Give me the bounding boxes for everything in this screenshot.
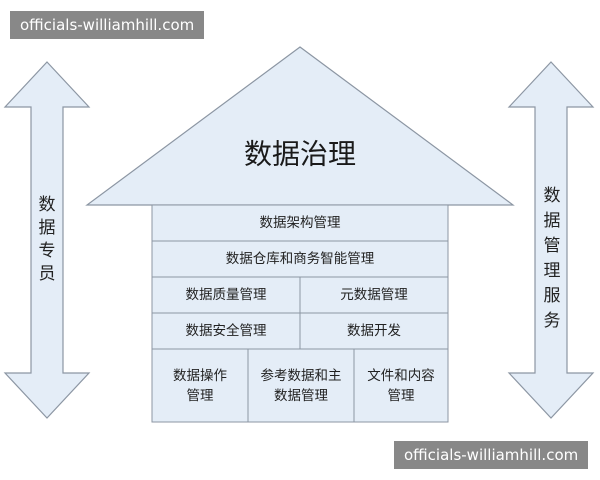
cell-label: 管理 — [187, 388, 214, 404]
house-cell — [151, 240, 449, 278]
left-arrow-char: 专 — [39, 241, 56, 261]
left-arrow-char: 数 — [39, 195, 56, 215]
left-arrow-char: 据 — [39, 218, 56, 238]
cell-label: 参考数据和主 — [261, 367, 342, 384]
cell-label: 文件和内容 — [367, 367, 435, 384]
house-cell — [247, 348, 355, 423]
cell-label: 数据安全管理 — [186, 322, 267, 339]
cell-label: 数据架构管理 — [260, 215, 341, 231]
right-arrow-char: 理 — [544, 261, 561, 281]
house-cell — [151, 276, 301, 314]
right-arrow-char: 服 — [544, 286, 561, 306]
house-cell — [299, 312, 449, 350]
cell-label: 数据开发 — [347, 323, 401, 339]
right-double-arrow-icon — [507, 61, 595, 419]
right-arrow-char: 管 — [544, 236, 561, 256]
right-arrow-char: 务 — [544, 311, 561, 331]
right-arrow-label: 数 据 管 理 服 务 — [544, 186, 561, 331]
cell-label: 元数据管理 — [340, 287, 408, 303]
cell-label: 数据管理 — [274, 388, 328, 404]
house-body: 数据架构管理 数据仓库和商务智能管理 数据质量管理 元数据管理 数据安全管理 数… — [151, 204, 449, 423]
watermark-bottom: officials-williamhill.com — [394, 441, 589, 469]
left-arrow-label: 数 据 专 员 — [39, 195, 56, 284]
right-arrow-char: 数 — [544, 186, 561, 206]
house-cell — [151, 204, 449, 242]
house-cell — [299, 276, 449, 314]
watermark-top: officials-williamhill.com — [10, 11, 205, 39]
cell-label: 数据质量管理 — [186, 287, 267, 303]
house-cell — [151, 348, 249, 423]
left-double-arrow-icon — [3, 61, 91, 419]
house-roof — [85, 46, 515, 206]
cell-label: 管理 — [388, 388, 415, 404]
roof-title: 数据治理 — [244, 138, 356, 171]
right-arrow-char: 据 — [544, 211, 561, 231]
cell-label: 数据操作 — [173, 368, 227, 384]
left-arrow-char: 员 — [39, 264, 56, 284]
house-cell — [353, 348, 449, 423]
cell-label: 数据仓库和商务智能管理 — [226, 251, 375, 267]
